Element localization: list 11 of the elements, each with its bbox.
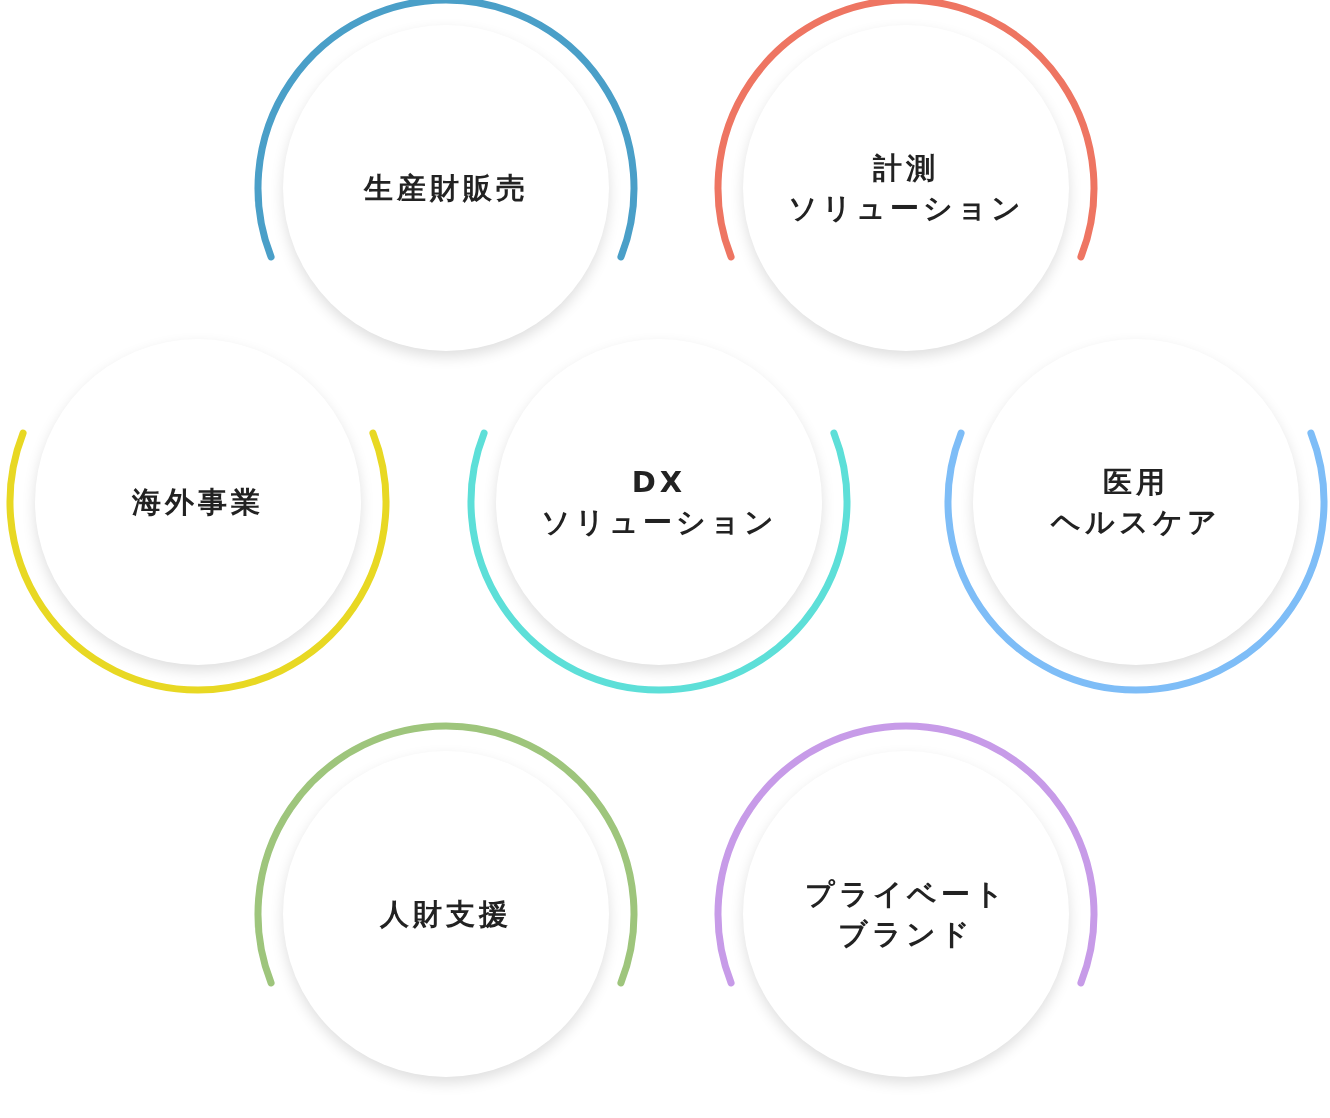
circle-label: ソリューション [540,504,778,541]
circle-label: 海外事業 [132,484,264,521]
circle-label: 計測 [873,150,939,187]
circle-label: 医用 [1103,464,1169,501]
circle-label: プライベート [804,876,1008,913]
circle-label: ヘルスケア [1051,504,1221,541]
circle-label: 人財支援 [380,896,512,933]
circle-label: ソリューション [787,190,1025,227]
circle-label: 生産財販売 [363,170,529,207]
circle-label: ブランド [838,916,974,953]
circle-label: DX [631,464,687,501]
